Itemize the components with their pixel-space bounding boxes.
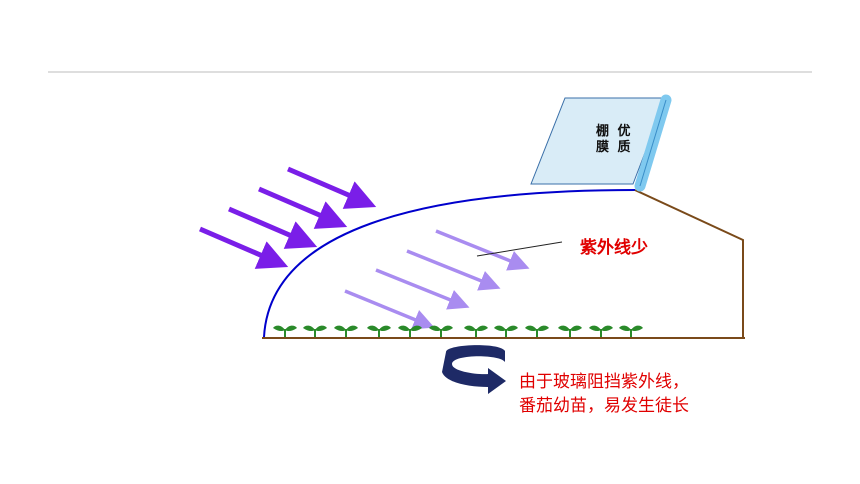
seedling-icon — [303, 325, 327, 337]
seedling-icon — [619, 325, 643, 337]
incident-uv-arrow — [199, 226, 289, 269]
seedling-icon — [558, 325, 582, 337]
transmitted-uv-arrow — [435, 229, 530, 271]
incident-uv-arrow — [228, 206, 318, 249]
note-line2: 番茄幼苗，易发生徒长 — [519, 396, 689, 416]
film-label-line1: 棚 优 — [596, 124, 633, 139]
greenhouse-back-wall — [634, 189, 744, 338]
seedling-icon — [589, 325, 613, 337]
note-line1: 由于玻璃阻挡紫外线， — [519, 372, 689, 392]
seedling-icon — [367, 325, 391, 337]
seedling-icon — [525, 325, 549, 337]
film-label: 棚 优 膜 质 — [596, 124, 633, 156]
greenhouse-arc — [263, 189, 636, 338]
transmitted-uv-arrows — [344, 229, 530, 330]
incident-uv-arrow — [287, 166, 377, 209]
uv-label-leader — [476, 241, 563, 257]
seedling-icon — [464, 325, 488, 337]
seedling-icon — [273, 325, 297, 337]
seedling-icon — [334, 325, 358, 337]
seedlings — [273, 325, 643, 337]
film-roll-icon — [530, 94, 672, 192]
film-label-line2: 膜 质 — [596, 140, 633, 155]
seedling-icon — [494, 325, 518, 337]
incident-uv-arrow — [258, 186, 348, 229]
transmitted-uv-arrow — [344, 289, 435, 330]
seedling-icon — [398, 325, 422, 337]
seedling-icon — [429, 325, 453, 337]
transmitted-uv-arrow — [406, 249, 501, 291]
uv-label: 紫外线少 — [580, 238, 648, 258]
curved-arrow-icon — [442, 345, 506, 394]
transmitted-uv-arrow — [375, 268, 470, 310]
incident-uv-arrows — [199, 166, 377, 269]
